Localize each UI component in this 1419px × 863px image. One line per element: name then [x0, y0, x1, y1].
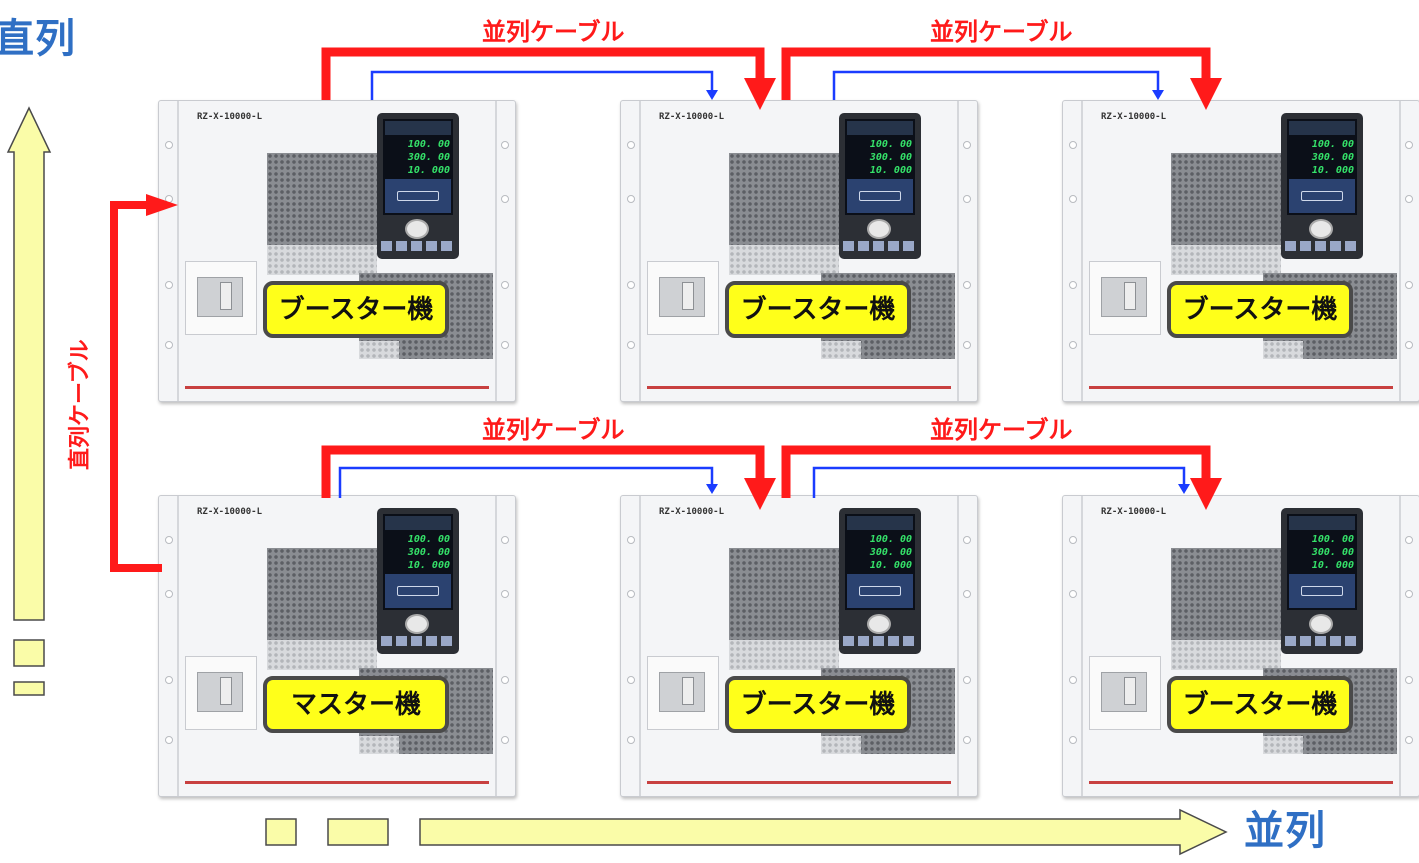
signal-cables-bottom: [338, 466, 1186, 498]
display-screen: 100. 00 300. 00 10. 000: [845, 119, 915, 215]
current-readout: 300. 00: [869, 547, 912, 558]
power-readout: 10. 000: [407, 560, 450, 571]
current-readout: 300. 00: [407, 152, 450, 163]
panel-buttons: [843, 636, 917, 646]
model-label: RZ-X-10000-L: [1101, 507, 1167, 517]
power-cable-arrowhead: [744, 478, 776, 510]
power-readout: 10. 000: [869, 165, 912, 176]
voltage-readout: 100. 00: [407, 534, 450, 545]
current-readout: 300. 00: [1311, 152, 1354, 163]
parallel-direction-arrow: [265, 808, 1228, 856]
display-screen: 100. 00 300. 00 10. 000: [1287, 119, 1357, 215]
power-supply-unit: RZ-X-10000-L 100. 00 300. 00 10. 000 ブースター機: [620, 100, 978, 402]
unit-role-tag: ブースター機: [263, 281, 449, 338]
power-readout: 10. 000: [1311, 560, 1354, 571]
breaker-switch: [1101, 277, 1147, 317]
current-readout: 300. 00: [407, 547, 450, 558]
control-panel: 100. 00 300. 00 10. 000: [377, 508, 459, 654]
panel-buttons: [1285, 636, 1359, 646]
display-screen: 100. 00 300. 00 10. 000: [383, 514, 453, 610]
unit-role-tag: ブースター機: [1167, 281, 1353, 338]
dial-knob-icon: [867, 219, 891, 239]
power-readout: 10. 000: [869, 560, 912, 571]
parallel-cable-label-bottom-left: 並列ケーブル: [482, 416, 625, 444]
series-heading: 直列: [0, 16, 76, 62]
dial-knob-icon: [405, 219, 429, 239]
unit-role-tag: ブースター機: [725, 676, 911, 733]
panel-buttons: [381, 636, 455, 646]
display-screen: 100. 00 300. 00 10. 000: [383, 119, 453, 215]
control-panel: 100. 00 300. 00 10. 000: [839, 508, 921, 654]
power-supply-unit: RZ-X-10000-L 100. 00 300. 00 10. 000 ブースター機: [158, 100, 516, 402]
breaker-switch: [659, 672, 705, 712]
voltage-readout: 100. 00: [869, 139, 912, 150]
control-panel: 100. 00 300. 00 10. 000: [377, 113, 459, 259]
control-panel: 100. 00 300. 00 10. 000: [839, 113, 921, 259]
voltage-readout: 100. 00: [1311, 139, 1354, 150]
power-cables-top: [321, 47, 1211, 100]
power-readout: 10. 000: [407, 165, 450, 176]
model-label: RZ-X-10000-L: [659, 112, 725, 122]
power-cable-arrowhead: [1190, 478, 1222, 510]
dial-knob-icon: [1309, 219, 1333, 239]
signal-cables-top: [370, 70, 1160, 100]
current-readout: 300. 00: [1311, 547, 1354, 558]
parallel-cable-label-top-left: 並列ケーブル: [482, 18, 625, 46]
power-supply-unit: RZ-X-10000-L 100. 00 300. 00 10. 000 ブースター機: [620, 495, 978, 797]
unit-role-tag: ブースター機: [725, 281, 911, 338]
model-label: RZ-X-10000-L: [1101, 112, 1167, 122]
power-supply-unit: RZ-X-10000-L 100. 00 300. 00 10. 000 ブースター機: [1062, 100, 1419, 402]
voltage-readout: 100. 00: [869, 534, 912, 545]
unit-role-tag: マスター機: [263, 676, 449, 733]
breaker-switch: [1101, 672, 1147, 712]
dial-knob-icon: [405, 614, 429, 634]
current-readout: 300. 00: [869, 152, 912, 163]
display-screen: 100. 00 300. 00 10. 000: [845, 514, 915, 610]
model-label: RZ-X-10000-L: [197, 112, 263, 122]
power-cable-arrowhead: [744, 78, 776, 110]
breaker-switch: [197, 277, 243, 317]
series-direction-arrow: [6, 106, 52, 696]
parallel-heading: 並列: [1244, 808, 1326, 854]
control-panel: 100. 00 300. 00 10. 000: [1281, 508, 1363, 654]
dial-knob-icon: [867, 614, 891, 634]
power-cable-arrowhead: [1190, 78, 1222, 110]
model-label: RZ-X-10000-L: [197, 507, 263, 517]
series-cable: [110, 201, 162, 572]
panel-buttons: [843, 241, 917, 251]
power-cables-bottom: [321, 445, 1211, 498]
model-label: RZ-X-10000-L: [659, 507, 725, 517]
parallel-cable-label-top-right: 並列ケーブル: [930, 18, 1073, 46]
power-readout: 10. 000: [1311, 165, 1354, 176]
control-panel: 100. 00 300. 00 10. 000: [1281, 113, 1363, 259]
dial-knob-icon: [1309, 614, 1333, 634]
voltage-readout: 100. 00: [1311, 534, 1354, 545]
breaker-switch: [659, 277, 705, 317]
parallel-cable-label-bottom-right: 並列ケーブル: [930, 416, 1073, 444]
power-supply-unit: RZ-X-10000-L 100. 00 300. 00 10. 000 マスター機: [158, 495, 516, 797]
voltage-readout: 100. 00: [407, 139, 450, 150]
breaker-switch: [197, 672, 243, 712]
panel-buttons: [1285, 241, 1359, 251]
panel-buttons: [381, 241, 455, 251]
series-cable-arrowhead: [146, 194, 178, 216]
power-supply-unit: RZ-X-10000-L 100. 00 300. 00 10. 000 ブースター機: [1062, 495, 1419, 797]
display-screen: 100. 00 300. 00 10. 000: [1287, 514, 1357, 610]
unit-role-tag: ブースター機: [1167, 676, 1353, 733]
